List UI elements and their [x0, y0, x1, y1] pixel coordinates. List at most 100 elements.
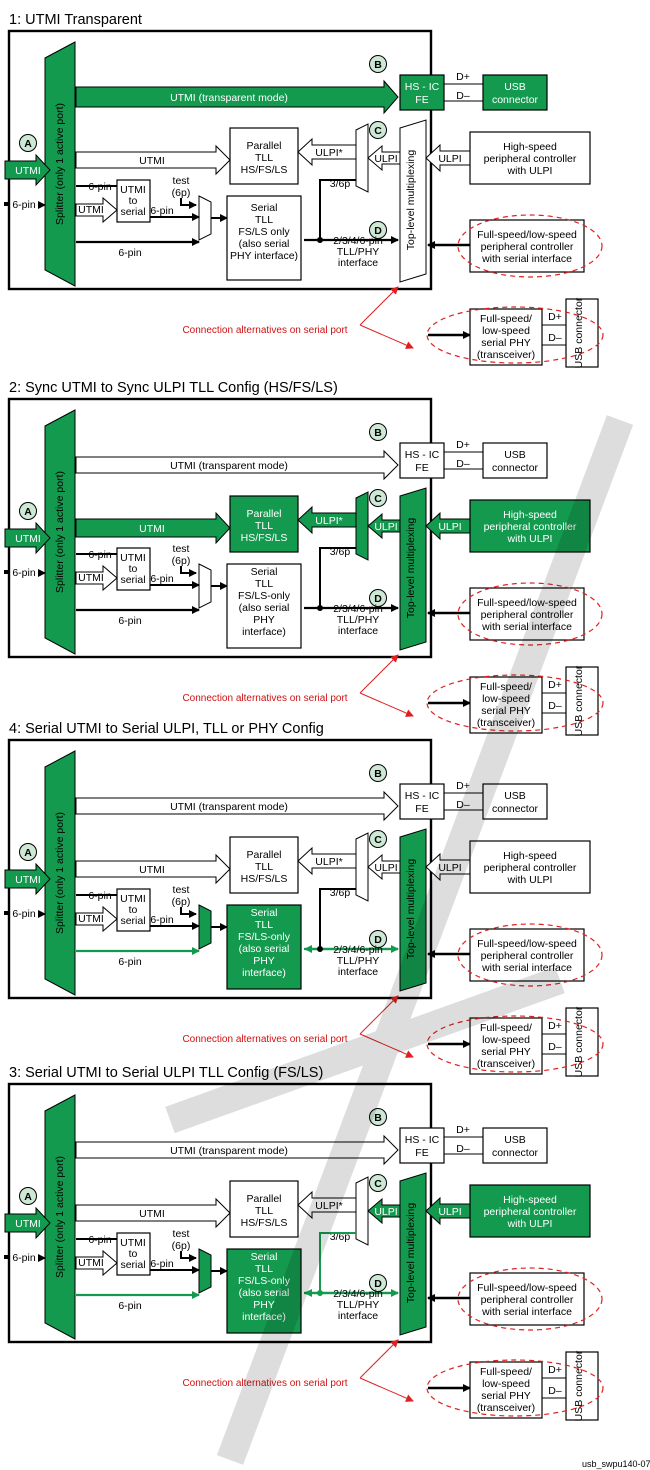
- serial-tll-box: [226, 195, 302, 281]
- utmi-to-serial-arrow: [75, 564, 118, 592]
- serial-mux: [198, 1248, 212, 1294]
- utmi-to-serial-line-3: serial: [120, 1259, 145, 1271]
- serial-tll-line-1: Serial: [251, 1251, 278, 1263]
- utmi-input-label: UTMI: [15, 874, 41, 886]
- junction-dot: [317, 237, 323, 243]
- badge-d: D: [369, 221, 387, 239]
- utmi-to-serial-box: [116, 1232, 151, 1276]
- ulpi-outer-arrow: [425, 511, 471, 541]
- phy-box: [469, 308, 543, 366]
- splitter: [44, 750, 76, 996]
- badge-c: C: [369, 1174, 387, 1192]
- panel-2: 2: Sync UTMI to Sync ULPI TLL Config (HS…: [4, 380, 604, 736]
- splitter: [44, 409, 76, 655]
- ulpi-inner-label: ULPI: [374, 153, 397, 165]
- ulpi-inner-label: ULPI: [374, 862, 397, 874]
- ulpi-star-arrow: [297, 137, 357, 167]
- badge-b-label: B: [374, 59, 382, 71]
- six-pin-input-label: 6-pin: [12, 908, 36, 920]
- conn-alt-pointer-1: [359, 286, 399, 326]
- ulpi-outer-arrow: [425, 143, 471, 173]
- badge-a-label: A: [24, 506, 32, 518]
- serial-tll-line-2: TLL: [255, 214, 273, 226]
- badge-a: A: [19, 134, 37, 152]
- hs-controller-box: [469, 1184, 591, 1238]
- hs-ic-label-1: HS - IC: [405, 1134, 440, 1146]
- usb-connector-box: [482, 783, 548, 820]
- three-6p-line: [319, 547, 356, 608]
- serial-tll-line-6: interface): [242, 1311, 286, 1323]
- ulpi-star-arrow: [297, 1190, 357, 1220]
- test-arrow: [180, 198, 197, 209]
- parallel-tll-box: [229, 127, 299, 185]
- junction-dot: [317, 605, 323, 611]
- serial-iface-line-2: TLL/PHY: [337, 1299, 380, 1311]
- hs-controller-box: [469, 131, 591, 185]
- serial-iface-line-2: TLL/PHY: [337, 614, 380, 626]
- phy-box: [469, 1017, 543, 1075]
- hs-controller-line-1: High-speed: [503, 1194, 557, 1206]
- serial-tll-box: [226, 563, 302, 649]
- badge-d: D: [369, 1274, 387, 1292]
- badge-a-label: A: [24, 847, 32, 859]
- ulpi-mux: [355, 123, 369, 193]
- fs-controller-line-3: with serial interface: [481, 1306, 572, 1318]
- usb-label-1: USB: [504, 790, 526, 802]
- badge-d-label: D: [374, 934, 382, 946]
- splitter-label: Splitter (only 1 active port): [54, 812, 66, 934]
- utmi-to-serial-arrow: [75, 1249, 118, 1277]
- splitter-label: Splitter (only 1 active port): [54, 471, 66, 593]
- serial-tll-line-3: FS/LS only: [238, 226, 290, 238]
- hs-ic-fe-box: [399, 442, 445, 479]
- utmi-parallel-label: UTMI: [139, 1208, 165, 1220]
- test-6p-label: (6p): [172, 1240, 191, 1252]
- usb-label-1: USB: [504, 1134, 526, 1146]
- hs-ic-fe-box: [399, 783, 445, 820]
- conn-alt-pointer-2: [359, 1377, 414, 1402]
- phy-line-2: low-speed: [482, 325, 530, 337]
- utmi-parallel-label: UTMI: [139, 864, 165, 876]
- hs-ic-label-1: HS - IC: [405, 81, 440, 93]
- dminus-label: D–: [456, 458, 470, 470]
- serial-tll-line-3: FS/LS-only: [238, 590, 291, 602]
- top-level-mux: [399, 119, 427, 283]
- watermark-stripe-2: [216, 415, 634, 1465]
- utmi-input-arrow: [4, 521, 51, 555]
- parallel-tll-box: [229, 1180, 299, 1238]
- splitter-label: Splitter (only 1 active port): [54, 1156, 66, 1278]
- splitter-label: Splitter (only 1 active port): [54, 103, 66, 225]
- top-level-mux: [399, 828, 427, 992]
- ulpi-mux: [355, 832, 369, 902]
- hs-controller-line-2: peripheral controller: [484, 153, 577, 165]
- serial-tll-line-1: Serial: [251, 566, 278, 578]
- utmi-parallel-label: UTMI: [139, 523, 165, 535]
- pin-dot: [4, 202, 8, 206]
- badge-a: A: [19, 843, 37, 861]
- serial-iface-line-1: 2/3/4/6-pin: [333, 944, 383, 956]
- parallel-tll-line-3: HS/FS/LS: [241, 532, 288, 544]
- utmi-transparent-arrow: [75, 790, 399, 822]
- six-pin-input-label: 6-pin: [12, 1252, 36, 1264]
- parallel-tll-line-3: HS/FS/LS: [241, 164, 288, 176]
- hs-controller-line-1: High-speed: [503, 850, 557, 862]
- hs-controller-box: [469, 840, 591, 894]
- hs-controller-line-2: peripheral controller: [484, 862, 577, 874]
- fs-controller-line-2: peripheral controller: [481, 609, 574, 621]
- test-arrow: [180, 566, 197, 577]
- splitter: [44, 1094, 76, 1340]
- phy-usb-label: USB connector: [573, 297, 585, 368]
- serial-mux: [198, 563, 212, 609]
- serial-tll-line-2: TLL: [255, 919, 273, 931]
- six-pin-input-label: 6-pin: [12, 199, 36, 211]
- three-6p-line: [319, 1232, 356, 1293]
- utmi-to-serial-line-1: UTMI: [120, 552, 146, 564]
- badge-b: B: [369, 1108, 387, 1126]
- utmi-to-serial-line-3: serial: [120, 206, 145, 218]
- hs-controller-box: [469, 499, 591, 553]
- parallel-tll-line-1: Parallel: [246, 1193, 281, 1205]
- utmi-serial-in-label: UTMI: [78, 204, 104, 216]
- splitter: [44, 41, 76, 287]
- utmi-to-serial-line-1: UTMI: [120, 893, 146, 905]
- test-6p-label: (6p): [172, 555, 191, 567]
- fs-controller-box: [469, 1272, 585, 1326]
